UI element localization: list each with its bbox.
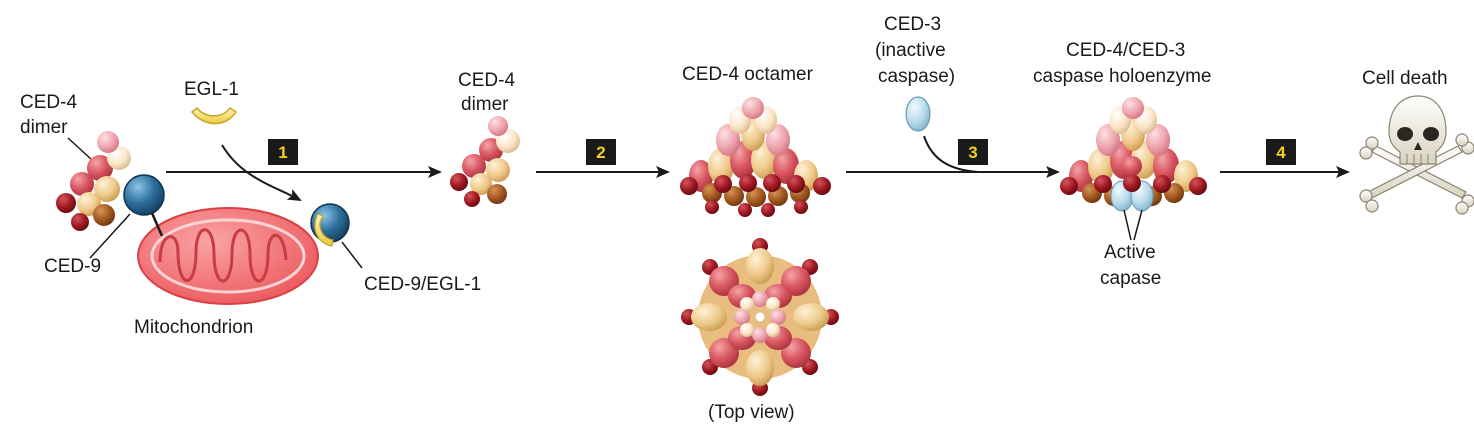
step-2-badge: 2 — [586, 139, 616, 165]
ced4-ced3-holoenzyme — [1060, 97, 1207, 212]
egl1-label: EGL-1 — [184, 79, 239, 100]
active-caspase-label-2: capase — [1100, 268, 1161, 289]
ced9-leader-line — [89, 213, 131, 259]
ced9-egl1-label: CED-9/EGL-1 — [364, 274, 481, 295]
holoenzyme-label-2: caspase holoenzyme — [1033, 66, 1212, 87]
mitochondrion-label: Mitochondrion — [134, 317, 253, 338]
ced4-left-leader-line — [67, 137, 93, 161]
step-1-badge: 1 — [268, 139, 298, 165]
top-view-label: (Top view) — [708, 402, 795, 423]
step-3-number: 3 — [968, 143, 977, 162]
arrow-egl1-branch — [221, 144, 302, 201]
arrow-ced3-branch — [923, 135, 979, 173]
ced3-label-2: (inactive — [875, 40, 946, 61]
ced4-dimer-left-label-1: CED-4 — [20, 92, 77, 113]
ced4-dimer-left-label-2: dimer — [20, 117, 68, 138]
ced9-protein — [123, 174, 165, 216]
ced4-octamer-top-view — [681, 238, 839, 396]
ced4-dimer-mid-label-2: dimer — [461, 94, 509, 115]
step-4-badge: 4 — [1266, 139, 1296, 165]
mitochondrion — [137, 207, 319, 305]
active-caspase-leader-right — [1133, 209, 1143, 241]
ced4-dimer-mid-label-1: CED-4 — [458, 70, 515, 91]
ced3-label-1: CED-3 — [884, 14, 941, 35]
egl1-protein — [190, 106, 238, 125]
holoenzyme-label-1: CED-4/CED-3 — [1066, 40, 1185, 61]
step-2-number: 2 — [596, 143, 605, 162]
step-1-number: 1 — [278, 143, 287, 162]
ced9-egl1-leader-line — [341, 241, 363, 269]
cell-death-label: Cell death — [1362, 68, 1448, 89]
ced3-inactive-caspase — [905, 96, 931, 132]
ced4-octamer — [680, 97, 831, 217]
ced9-label: CED-9 — [44, 256, 101, 277]
step-4-number: 4 — [1276, 143, 1286, 162]
ced4-dimer-left — [56, 131, 131, 231]
step-3-badge: 3 — [958, 139, 988, 165]
active-caspase-label-1: Active — [1104, 242, 1156, 263]
ced9-tether — [150, 212, 164, 237]
active-caspase-leader-left — [1123, 209, 1132, 241]
ced3-label-3: caspase) — [878, 66, 955, 87]
ced9-egl1-complex — [310, 203, 350, 247]
ced4-dimer-mid — [450, 116, 520, 207]
ced4-octamer-label: CED-4 octamer — [682, 64, 814, 85]
skull-crossbones-icon — [1359, 95, 1474, 215]
